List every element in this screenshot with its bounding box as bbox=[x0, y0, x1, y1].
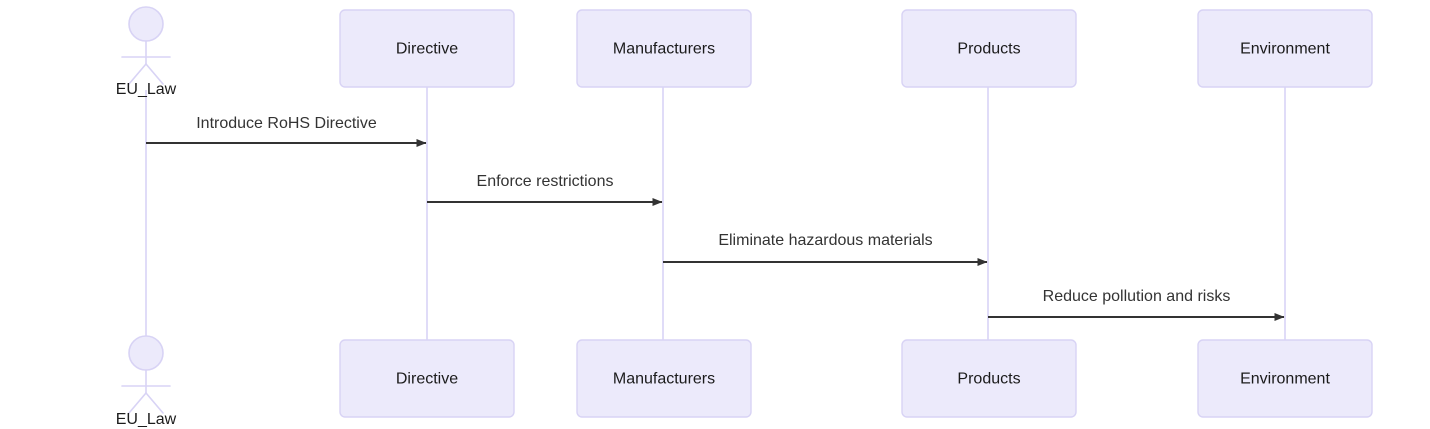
participant-label-directive-top: Directive bbox=[396, 41, 458, 58]
participant-box-shape bbox=[576, 9, 752, 88]
actor-eu_law-bottom[interactable]: EU_Law bbox=[116, 335, 177, 428]
participant-label-manufacturers-top: Manufacturers bbox=[613, 41, 715, 58]
participant-manufacturers-top[interactable]: Manufacturers bbox=[576, 9, 752, 88]
participant-box-shape bbox=[1197, 9, 1373, 88]
participant-manufacturers-bottom[interactable]: Manufacturers bbox=[576, 339, 752, 418]
participant-products-top[interactable]: Products bbox=[901, 9, 1077, 88]
message-4[interactable]: Reduce pollution and risks bbox=[988, 288, 1285, 321]
lifelines-group bbox=[145, 87, 1286, 340]
participant-box-shape bbox=[576, 339, 752, 418]
participant-environment-top[interactable]: Environment bbox=[1197, 9, 1373, 88]
participant-box-shape bbox=[339, 339, 515, 418]
actor-label-eu_law-top: EU_Law bbox=[116, 81, 177, 98]
participant-label-environment-top: Environment bbox=[1240, 41, 1330, 58]
message-3[interactable]: Eliminate hazardous materials bbox=[663, 232, 988, 266]
actor-eu_law-top[interactable]: EU_Law bbox=[116, 6, 177, 98]
participant-label-manufacturers-bottom: Manufacturers bbox=[613, 371, 715, 388]
message-label-4: Reduce pollution and risks bbox=[1043, 288, 1231, 305]
actor-leg-right-icon bbox=[145, 392, 164, 414]
participant-box-shape bbox=[339, 9, 515, 88]
message-label-3: Eliminate hazardous materials bbox=[718, 232, 932, 249]
participant-directive-bottom[interactable]: Directive bbox=[339, 339, 515, 418]
participant-products-bottom[interactable]: Products bbox=[901, 339, 1077, 418]
participant-label-products-bottom: Products bbox=[957, 371, 1020, 388]
message-1[interactable]: Introduce RoHS Directive bbox=[146, 115, 427, 147]
actor-leg-right-icon bbox=[145, 63, 164, 85]
message-2[interactable]: Enforce restrictions bbox=[427, 173, 663, 206]
participant-environment-bottom[interactable]: Environment bbox=[1197, 339, 1373, 418]
message-label-1: Introduce RoHS Directive bbox=[196, 115, 377, 132]
actor-label-eu_law-bottom: EU_Law bbox=[116, 411, 177, 428]
actor-head-icon bbox=[128, 6, 164, 42]
participant-label-environment-bottom: Environment bbox=[1240, 371, 1330, 388]
participants-group: EU_LawEU_LawDirectiveDirectiveManufactur… bbox=[116, 6, 1373, 428]
actor-leg-left-icon bbox=[128, 63, 147, 85]
participant-directive-top[interactable]: Directive bbox=[339, 9, 515, 88]
participant-label-products-top: Products bbox=[957, 41, 1020, 58]
participant-box-shape bbox=[901, 9, 1077, 88]
participant-box-shape bbox=[901, 339, 1077, 418]
message-label-2: Enforce restrictions bbox=[477, 173, 614, 190]
actor-leg-left-icon bbox=[128, 392, 147, 414]
participant-box-shape bbox=[1197, 339, 1373, 418]
actor-head-icon bbox=[128, 335, 164, 371]
participant-label-directive-bottom: Directive bbox=[396, 371, 458, 388]
